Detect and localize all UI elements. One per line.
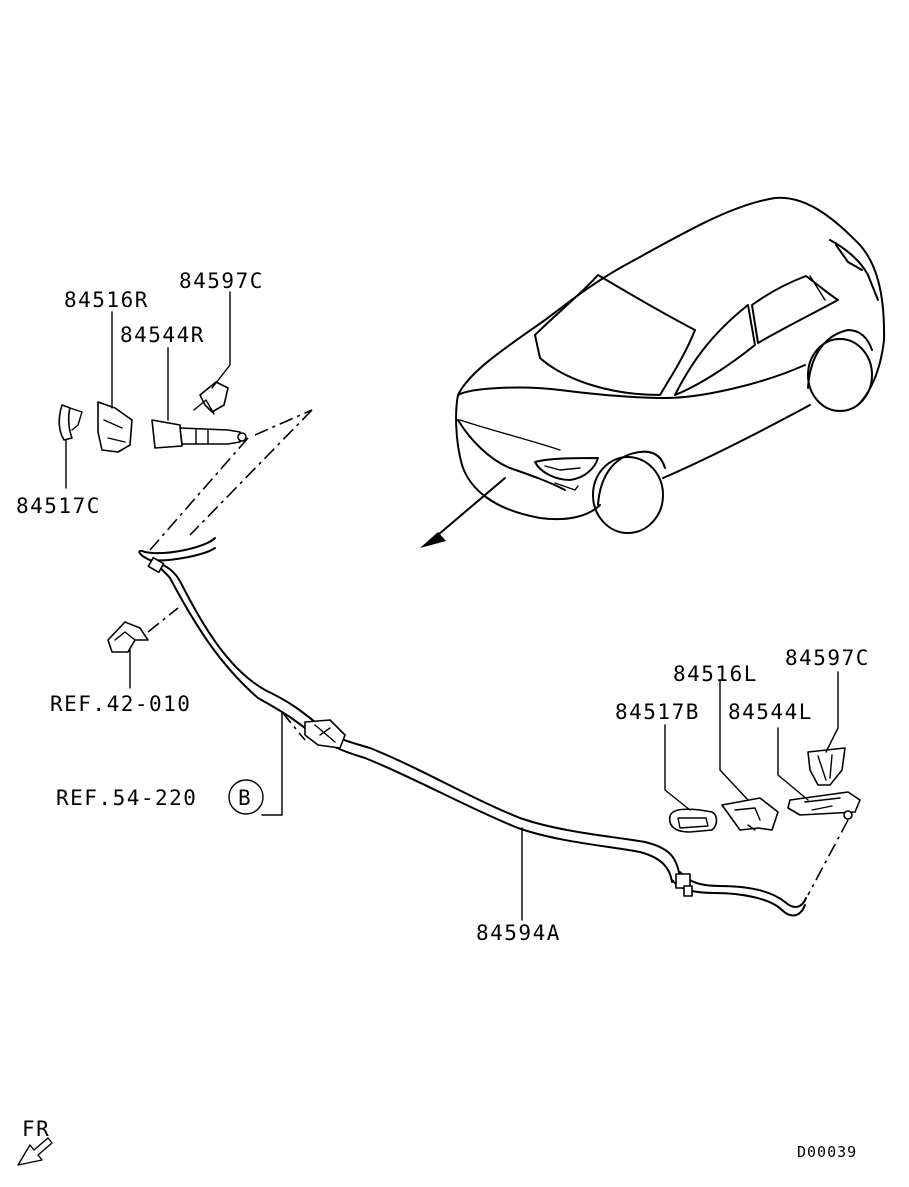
label-circle-b: B	[238, 786, 252, 810]
label-84517B[interactable]: 84517B	[615, 700, 700, 724]
part-84544R-nozzle	[151, 419, 247, 449]
part-84544L-nozzle	[787, 791, 861, 820]
ref-54-220-circle-badge[interactable]: B	[228, 779, 264, 815]
label-84544L[interactable]: 84544L	[728, 700, 813, 724]
part-84597C-clip-top	[193, 381, 229, 415]
fr-arrow-icon: FR	[17, 1117, 53, 1166]
part-84517B-cap	[668, 808, 718, 833]
part-84516R-bracket	[97, 401, 133, 453]
label-84516L[interactable]: 84516L	[673, 662, 758, 686]
label-84544R[interactable]: 84544R	[120, 323, 205, 347]
label-84516R[interactable]: 84516R	[64, 288, 149, 312]
forward-direction-arrow	[420, 477, 506, 548]
label-84517C[interactable]: 84517C	[16, 494, 101, 518]
diagram-code: D00039	[797, 1143, 857, 1161]
part-84517C-cap	[58, 404, 83, 441]
clip-ref-42-010	[107, 621, 149, 653]
label-84594A[interactable]: 84594A	[476, 921, 561, 945]
label-ref-54-220[interactable]: REF.54-220	[56, 786, 197, 810]
part-84516L-bracket	[721, 797, 779, 831]
car-illustration	[455, 196, 886, 534]
part-84597C-clip-right	[807, 747, 846, 786]
label-84597C-top[interactable]: 84597C	[179, 269, 264, 293]
label-ref-42-010[interactable]: REF.42-010	[50, 692, 191, 716]
label-84597C-right[interactable]: 84597C	[785, 646, 870, 670]
label-fr: FR	[22, 1117, 50, 1141]
hose-84594A	[138, 537, 807, 917]
